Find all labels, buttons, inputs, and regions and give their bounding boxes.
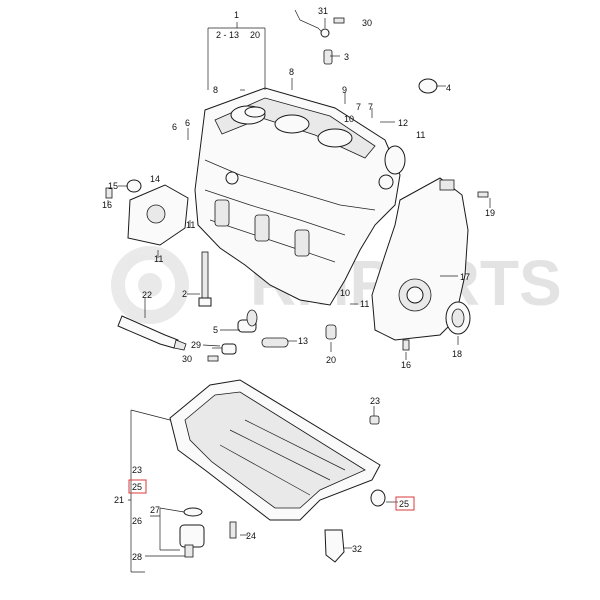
callout-11-mid: 11 xyxy=(186,220,195,230)
callout-14: 14 xyxy=(150,174,160,184)
sleeve-13 xyxy=(261,337,289,348)
callout-labels: 1 2 - 13 20 31 30 3 4 8 8 9 7 7 10 12 6 … xyxy=(102,6,495,562)
callout-15: 15 xyxy=(108,181,118,191)
callout-16-left: 16 xyxy=(102,200,112,210)
callout-13: 13 xyxy=(298,336,308,346)
side-housing xyxy=(126,179,189,246)
callout-26: 26 xyxy=(132,516,142,526)
callout-30-top: 30 xyxy=(362,18,372,28)
dowel-3 xyxy=(323,49,333,65)
leader-lines xyxy=(107,18,491,573)
front-cover xyxy=(371,177,469,341)
bolt-19 xyxy=(477,191,489,198)
callout-6-b: 6 xyxy=(185,118,190,128)
sensor-32 xyxy=(324,529,345,563)
watermark-gear-icon xyxy=(111,246,189,324)
highlight-box-25-left xyxy=(128,479,147,494)
callout-23-top: 23 xyxy=(370,396,380,406)
plug-23 xyxy=(369,415,380,425)
callout-24: 24 xyxy=(246,531,256,541)
callout-31: 31 xyxy=(318,6,328,16)
callout-8-right: 8 xyxy=(289,67,294,77)
bearing-pin xyxy=(237,309,258,333)
bolt-30-top xyxy=(333,17,345,24)
callout-21: 21 xyxy=(114,495,124,505)
callout-25-left: 25 xyxy=(132,482,142,492)
callout-11-top: 11 xyxy=(416,130,425,140)
callout-29: 29 xyxy=(191,340,201,350)
callout-16-right: 16 xyxy=(401,360,411,370)
callout-17: 17 xyxy=(460,272,470,282)
bolt-16-left xyxy=(105,187,113,199)
sensor-29 xyxy=(212,343,237,355)
bolt-24 xyxy=(229,521,237,539)
callout-23-left: 23 xyxy=(132,465,142,475)
callout-3: 3 xyxy=(344,52,349,62)
callout-9: 9 xyxy=(342,85,347,95)
oil-seal xyxy=(445,301,471,335)
callout-6-a: 6 xyxy=(172,122,177,132)
fastener-31 xyxy=(320,28,330,38)
callout-32: 32 xyxy=(352,544,362,554)
callout-1: 1 xyxy=(234,10,239,20)
bolt-30-lower xyxy=(207,355,219,362)
highlight-box-25-right xyxy=(395,496,415,511)
callout-7-a: 7 xyxy=(356,102,361,112)
callout-10: 10 xyxy=(344,114,354,124)
callout-20-low: 20 xyxy=(326,355,336,365)
bolt-16-right xyxy=(402,339,410,351)
callout-25-right: 25 xyxy=(399,499,409,509)
callout-11-low: 11 xyxy=(154,254,163,264)
callout-18: 18 xyxy=(452,349,462,359)
main-bolt xyxy=(198,251,212,307)
callout-28: 28 xyxy=(132,552,142,562)
callout-10-low: 10 xyxy=(340,288,350,298)
cap-4 xyxy=(418,78,438,94)
drain-plug xyxy=(370,489,386,507)
callout-4: 4 xyxy=(446,83,451,93)
oil-pan xyxy=(169,379,381,521)
dowel-20 xyxy=(325,324,337,340)
sealant-tube xyxy=(117,315,187,351)
oil-strainer xyxy=(179,507,205,558)
callout-30-low: 30 xyxy=(182,354,192,364)
callout-2-13: 2 - 13 xyxy=(216,30,239,40)
callout-22: 22 xyxy=(142,290,152,300)
callout-11-right: 11 xyxy=(360,299,369,309)
callout-8-left: 8 xyxy=(213,85,218,95)
callout-5: 5 xyxy=(213,325,218,335)
callout-20-top: 20 xyxy=(250,30,260,40)
callout-12: 12 xyxy=(398,118,408,128)
callout-7-b: 7 xyxy=(368,102,373,112)
engine-block xyxy=(194,87,406,306)
callout-27: 27 xyxy=(150,505,160,515)
callout-2: 2 xyxy=(182,289,187,299)
callout-19: 19 xyxy=(485,208,495,218)
